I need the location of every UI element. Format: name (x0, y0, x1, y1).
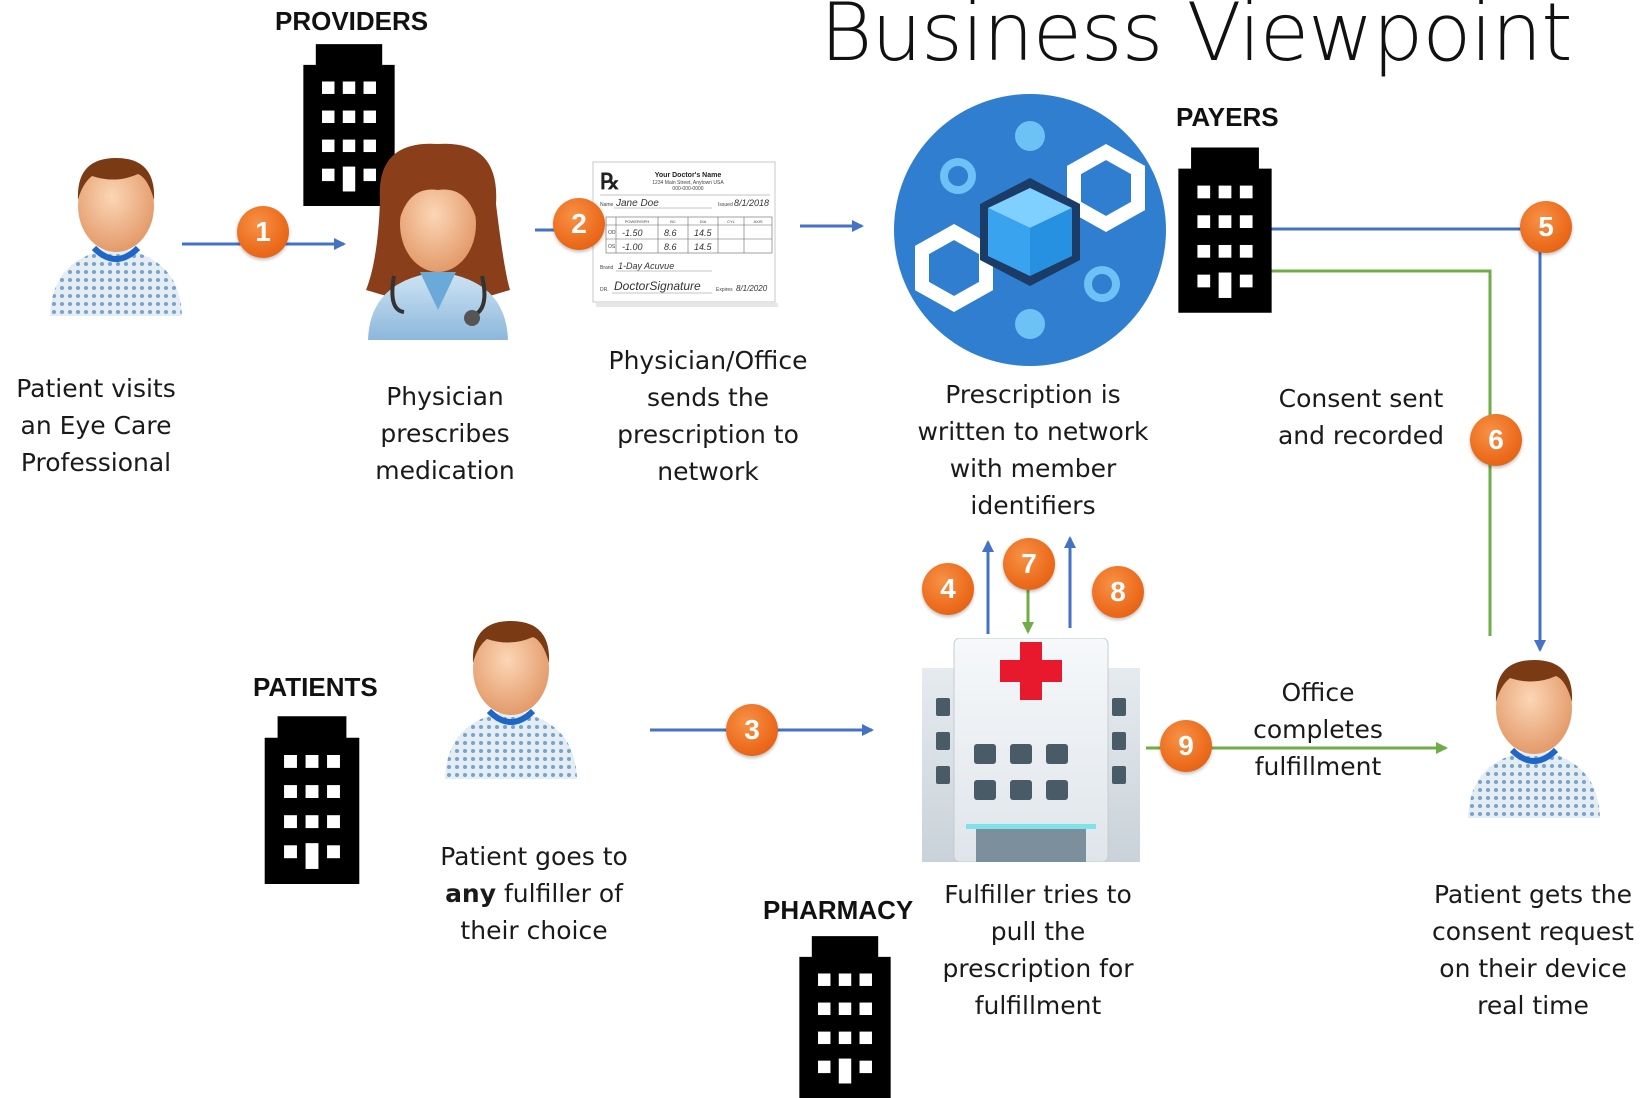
building-icon (788, 932, 902, 1098)
caption-line: Consent sent (1278, 384, 1444, 413)
caption-line: any fulfiller of (418, 875, 650, 912)
rx-symbol: ℞ (600, 169, 620, 194)
emphasis-any: any (445, 879, 497, 908)
step-3-badge: 3 (726, 704, 778, 756)
step-9-badge: 9 (1160, 720, 1212, 772)
building-icon (296, 40, 402, 206)
patient-icon (1460, 648, 1608, 820)
caption-line: on their device (1439, 954, 1627, 983)
caption-line: and recorded (1277, 421, 1445, 450)
step-4-badge: 4 (922, 563, 974, 615)
cell-dia: 14.5 (694, 228, 713, 238)
step-5-badge: 5 (1520, 201, 1572, 253)
card-signature: DoctorSignature (614, 279, 701, 293)
card-issued-value: 8/1/2018 (734, 198, 769, 208)
col-cyl: CYL (727, 219, 736, 224)
caption-line: prescription to (617, 420, 799, 449)
card-expires-label: Expires (716, 287, 733, 293)
caption-line: Fulfiller tries to (944, 880, 1132, 909)
heading-payers: PAYERS (1176, 102, 1279, 132)
caption-line: an Eye Care (20, 411, 172, 440)
patient-icon (42, 148, 190, 316)
step-6-badge: 6 (1470, 414, 1522, 466)
col-bc: BC (670, 219, 676, 224)
step-8-badge: 8 (1092, 566, 1144, 618)
cell-power: -1.00 (622, 242, 643, 252)
building-icon (1172, 142, 1278, 314)
step-7-badge: 7 (1003, 538, 1055, 590)
prescription-icon: ℞ Your Doctor's Name 1234 Main Street, A… (592, 161, 778, 307)
caption-fulfiller: Fulfiller tries to pull the prescription… (915, 876, 1161, 1024)
caption-office-completes: Office completes fulfillment (1228, 674, 1408, 785)
caption-line: written to network (917, 417, 1149, 446)
caption-line: identifiers (970, 491, 1096, 520)
caption-line: Patient goes to (440, 842, 628, 871)
caption-line: Professional (20, 448, 172, 477)
caption-line: prescription for (942, 954, 1134, 983)
cell-power: -1.50 (622, 228, 643, 238)
step-1-badge: 1 (237, 206, 289, 258)
caption-line: consent request (1432, 917, 1634, 946)
network-icon (892, 92, 1168, 368)
cell-bc: 8.6 (664, 242, 677, 252)
page-title: Business Viewpoint (820, 0, 1573, 79)
caption-line: Prescription is (945, 380, 1121, 409)
caption-patient-gets: Patient gets the consent request on thei… (1424, 876, 1642, 1024)
card-doctor-name: Your Doctor's Name (655, 172, 722, 179)
row-eye: OD (608, 230, 616, 236)
caption-line: sends the (646, 383, 770, 412)
caption-line: medication (375, 456, 515, 485)
col-power: POWER/SPH (625, 219, 650, 224)
caption-line: network (657, 457, 759, 486)
caption-line: completes (1253, 715, 1383, 744)
line-step-6 (1270, 269, 1492, 636)
caption-line: Physician (386, 382, 504, 411)
card-expires-value: 8/1/2020 (736, 284, 768, 293)
card-name-value: Jane Doe (615, 198, 659, 209)
caption-consent: Consent sent and recorded (1262, 380, 1460, 454)
heading-patients: PATIENTS (253, 672, 378, 702)
building-icon (255, 712, 369, 884)
caption-network: Prescription is written to network with … (888, 376, 1178, 524)
step-2-badge: 2 (553, 198, 605, 250)
caption-patient-goes: Patient goes to any fulfiller of their c… (418, 838, 650, 949)
caption-patient-visits: Patient visits an Eye Care Professional (0, 370, 192, 481)
caption-line: Office (1281, 678, 1355, 707)
caption-physician: Physician prescribes medication (340, 378, 550, 489)
physician-icon (358, 140, 518, 340)
caption-line: with member (949, 454, 1117, 483)
caption-line: fulfillment (974, 991, 1102, 1020)
card-phone: 000-000-0000 (672, 186, 703, 192)
col-dia: DIA (700, 219, 707, 224)
caption-line: real time (1477, 991, 1589, 1020)
row-eye: OS (608, 244, 616, 250)
card-brand-value: 1-Day Acuvue (618, 261, 674, 271)
heading-providers: PROVIDERS (275, 6, 429, 36)
cell-bc: 8.6 (664, 228, 677, 238)
hospital-icon (922, 638, 1140, 862)
card-address: 1234 Main Street, Anytown USA (652, 180, 724, 186)
patient-icon (437, 606, 585, 784)
caption-line: their choice (460, 916, 608, 945)
caption-line: pull the (990, 917, 1086, 946)
caption-line: prescribes (380, 419, 510, 448)
caption-line: Patient visits (16, 374, 176, 403)
caption-line: Patient gets the (1433, 880, 1633, 909)
col-axis: AXIS (753, 219, 762, 224)
heading-pharmacy: PHARMACY (763, 895, 914, 925)
caption-office-sends: Physician/Office sends the prescription … (586, 342, 830, 490)
caption-line-rest: fulfiller of (496, 879, 623, 908)
caption-line: fulfillment (1254, 752, 1382, 781)
card-brand-label: Brand (600, 265, 614, 271)
card-name-label: Name (600, 202, 614, 208)
card-issued-label: Issued (718, 202, 733, 208)
cell-dia: 14.5 (694, 242, 713, 252)
card-signature-label: DR. (600, 287, 609, 293)
caption-line: Physician/Office (608, 346, 808, 375)
